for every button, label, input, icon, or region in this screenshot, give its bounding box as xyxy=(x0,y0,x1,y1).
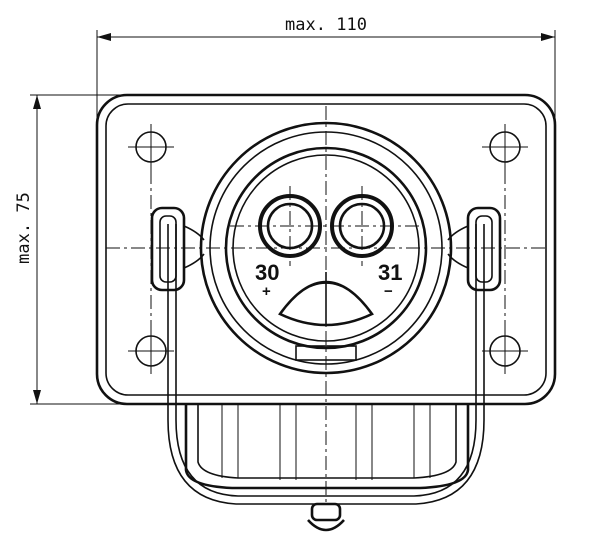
terminal-negative-number: 31 xyxy=(378,260,402,285)
hinge-left xyxy=(150,206,205,292)
mounting-hole-bottom-right xyxy=(482,328,528,374)
terminal-positive-sign: + xyxy=(262,283,271,300)
locking-knob xyxy=(307,502,345,532)
height-dimension: max. 75 xyxy=(14,94,128,405)
mounting-hole-bottom-left xyxy=(128,328,174,374)
height-dimension-label: max. 75 xyxy=(14,192,34,264)
terminal-negative-sign: − xyxy=(384,283,393,300)
centre-lines xyxy=(106,106,546,505)
mounting-hole-top-left xyxy=(128,124,174,170)
width-dimension-label: max. 110 xyxy=(285,15,367,35)
width-dimension: max. 110 xyxy=(96,15,556,132)
mounting-holes xyxy=(128,124,528,374)
spring-lid xyxy=(184,404,470,490)
mounting-hole-top-right xyxy=(482,124,528,170)
terminal-positive-number: 30 xyxy=(255,260,279,285)
hinge-right xyxy=(447,206,502,292)
